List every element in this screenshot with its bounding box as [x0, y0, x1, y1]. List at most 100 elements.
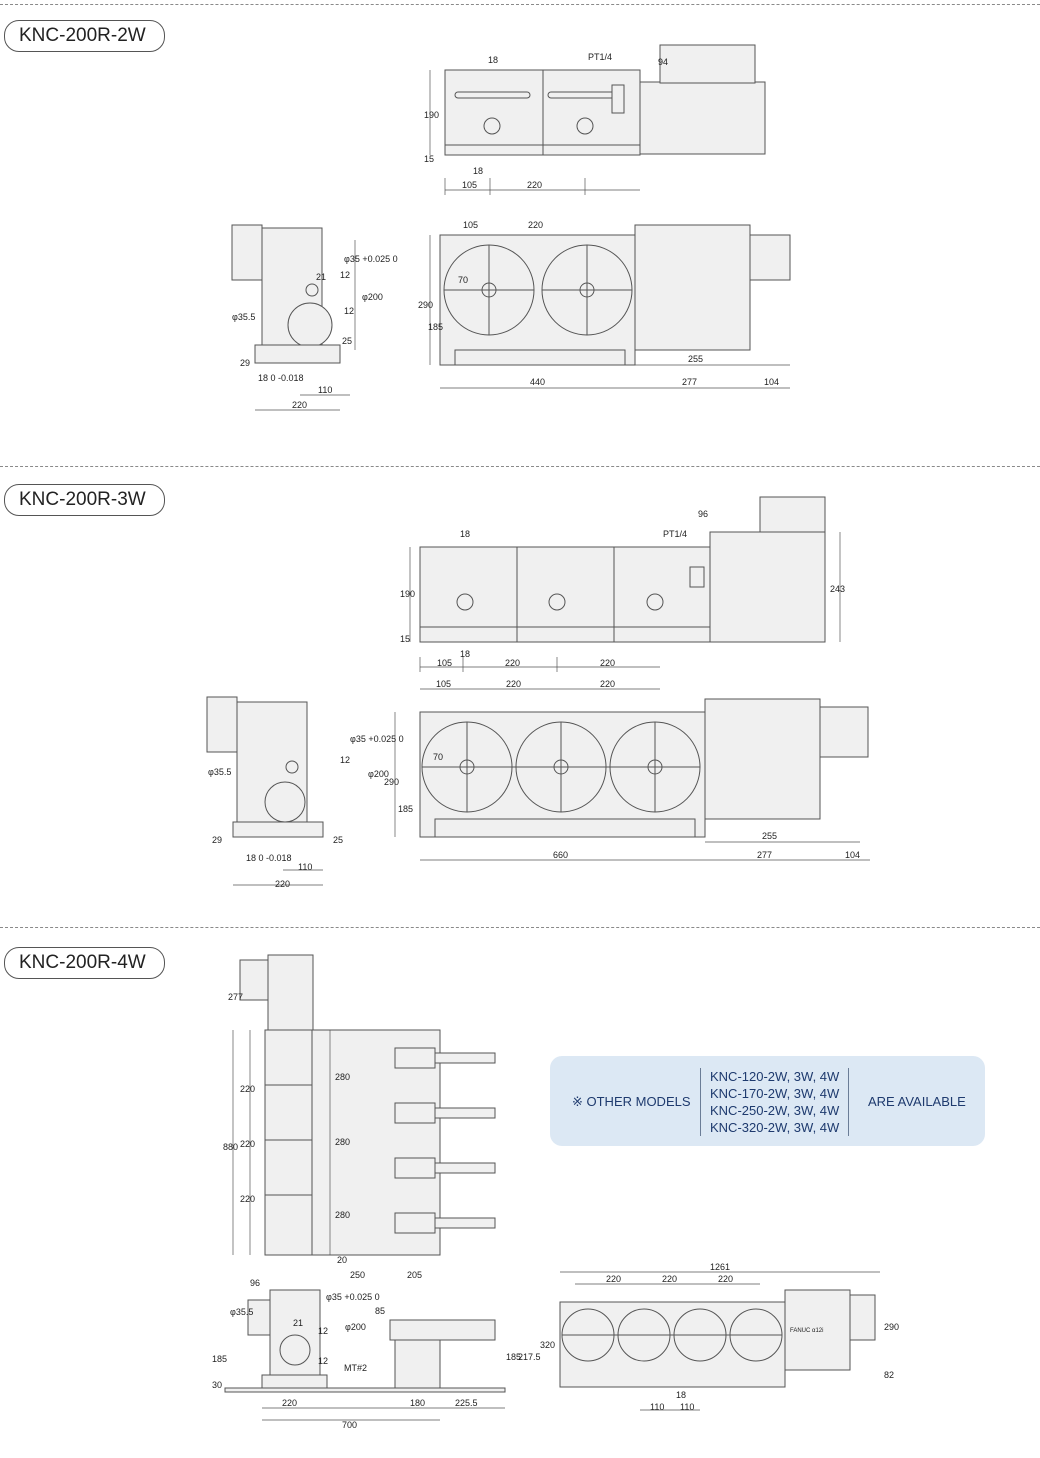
dim-label: 15	[400, 634, 410, 644]
dim-label: 880	[223, 1142, 238, 1152]
dim-label: 185	[212, 1354, 227, 1364]
dim-label: 104	[764, 377, 779, 387]
dim-label: φ35.5	[232, 312, 255, 322]
dim-label: 290	[884, 1322, 899, 1332]
drawing-2w: 18 PT1/4 94 190 15 18 105 220 12 φ35 +0.…	[231, 44, 791, 411]
section-title-2w: KNC-200R-2W	[4, 20, 165, 52]
dim-label: 12	[340, 270, 350, 280]
dim-label: 185	[428, 322, 443, 332]
dim-label: 96	[250, 1278, 260, 1288]
dim-label: 280	[335, 1210, 350, 1220]
dim-label: φ200	[368, 769, 389, 779]
note-right-label: ARE AVAILABLE	[868, 1094, 966, 1109]
dim-label: 21	[316, 272, 326, 282]
dim-label: 110	[680, 1402, 694, 1412]
section-separator-top	[0, 4, 1040, 5]
dim-label: 29	[212, 835, 222, 845]
dim-label: 104	[845, 850, 860, 860]
dim-label: φ35 +0.025 0	[326, 1292, 380, 1302]
dim-label: 70	[458, 275, 468, 285]
drawing-3w: 96 18 PT1/4 190 243 15 18 105 220 220 φ3…	[206, 496, 870, 889]
dim-label: 217.5	[518, 1352, 541, 1362]
dim-label: 180	[410, 1398, 425, 1408]
dim-label: 320	[540, 1340, 555, 1350]
model-list: KNC-120-2W, 3W, 4W KNC-170-2W, 3W, 4W KN…	[700, 1068, 850, 1136]
dim-label: 277	[757, 850, 772, 860]
section-title-4w: KNC-200R-4W	[4, 947, 165, 979]
dim-label: 30	[212, 1380, 222, 1390]
dim-label: 12	[344, 306, 354, 316]
dim-label: 220	[292, 400, 307, 410]
dim-label: 110	[298, 862, 312, 872]
dim-label: 185	[506, 1352, 521, 1362]
section-title-3w: KNC-200R-3W	[4, 484, 165, 516]
dim-label: 280	[335, 1137, 350, 1147]
dim-label: φ200	[362, 292, 383, 302]
dim-label: 21	[293, 1318, 303, 1328]
dim-label: 110	[318, 385, 332, 395]
dim-label: 20	[337, 1255, 347, 1265]
dim-label: 277	[682, 377, 697, 387]
note-left-label: ※ OTHER MODELS	[572, 1094, 691, 1109]
dim-label: 220	[527, 180, 542, 190]
dim-label: 290	[384, 777, 399, 787]
dim-label: 660	[553, 850, 568, 860]
dim-label: 85	[375, 1306, 385, 1316]
dim-label: 220	[240, 1194, 255, 1204]
dim-label: 190	[400, 589, 415, 599]
dim-label: 220	[240, 1139, 255, 1149]
dim-label: 12	[318, 1326, 328, 1336]
dim-label: 220	[506, 679, 521, 689]
dim-label: 190	[424, 110, 439, 120]
model-list-item: KNC-170-2W, 3W, 4W	[710, 1086, 840, 1101]
dim-label: 25	[342, 336, 352, 346]
model-list-item: KNC-120-2W, 3W, 4W	[710, 1069, 840, 1084]
dim-label: 18	[676, 1390, 686, 1400]
dim-label: 18 0 -0.018	[246, 853, 292, 863]
dim-label: 18	[473, 166, 483, 176]
dim-label: 220	[606, 1274, 621, 1284]
dim-label: 243	[830, 584, 845, 594]
dim-label: φ200	[345, 1322, 366, 1332]
dim-label: 185	[398, 804, 413, 814]
dim-label: 220	[718, 1274, 733, 1284]
dim-label: 29	[240, 358, 250, 368]
dim-label: 25	[333, 835, 343, 845]
model-list-item: KNC-250-2W, 3W, 4W	[710, 1103, 840, 1118]
dim-label: 220	[275, 879, 290, 889]
dim-label: 220	[240, 1084, 255, 1094]
dim-label: 1261	[710, 1262, 730, 1272]
dim-label: 290	[418, 300, 433, 310]
dim-label: 277	[228, 992, 243, 1002]
dim-label: PT1/4	[588, 52, 612, 62]
model-list-item: KNC-320-2W, 3W, 4W	[710, 1120, 840, 1135]
dim-label: 220	[662, 1274, 677, 1284]
dim-label: 18	[460, 529, 470, 539]
dim-label: 18	[488, 55, 498, 65]
dim-label: 70	[433, 752, 443, 762]
dim-label: φ35 +0.025 0	[350, 734, 404, 744]
dim-label: 18 0 -0.018	[258, 373, 304, 383]
dim-label: FANUC α12i	[790, 1328, 823, 1334]
dim-label: 255	[762, 831, 777, 841]
dim-label: 105	[462, 180, 477, 190]
other-models-note: ※ OTHER MODELS KNC-120-2W, 3W, 4W KNC-17…	[550, 1056, 985, 1146]
section-separator-1	[0, 466, 1040, 467]
dim-label: 440	[530, 377, 545, 387]
dim-label: PT1/4	[663, 529, 687, 539]
dim-label: 105	[436, 679, 451, 689]
dim-label: 220	[282, 1398, 297, 1408]
dim-label: 94	[658, 57, 668, 67]
dim-label: 205	[407, 1270, 422, 1280]
dim-label: 105	[437, 658, 452, 668]
dim-label: 110	[650, 1402, 664, 1412]
dim-label: 220	[600, 658, 615, 668]
dim-label: 18	[460, 649, 470, 659]
dim-label: 12	[340, 755, 350, 765]
dim-label: 220	[600, 679, 615, 689]
section-separator-2	[0, 927, 1040, 928]
dim-label: MT#2	[344, 1363, 367, 1373]
dim-label: 220	[528, 220, 543, 230]
dim-label: φ35.5	[230, 1307, 253, 1317]
dim-label: 225.5	[455, 1398, 478, 1408]
